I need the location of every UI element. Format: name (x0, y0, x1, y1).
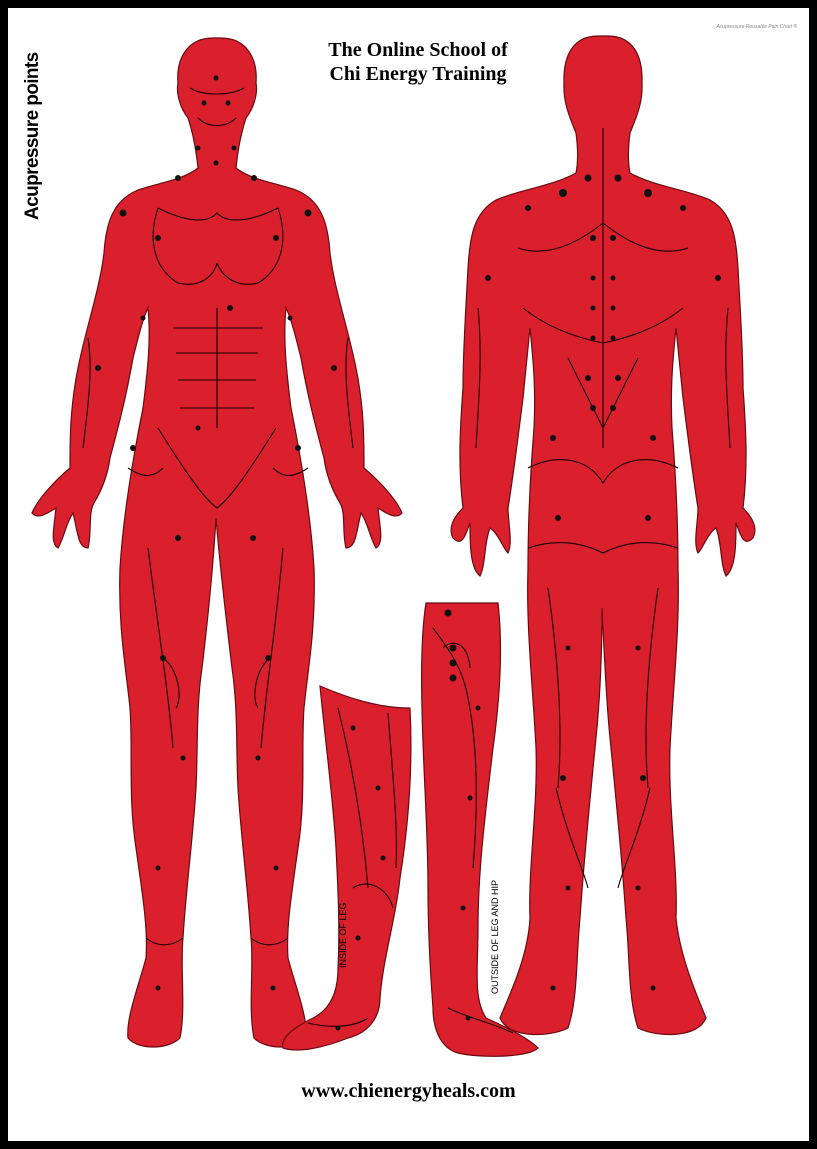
outside-leg-label: OUTSIDE OF LEG AND HIP (490, 880, 500, 994)
chart-sheet: Acupressure points The Online School of … (8, 8, 809, 1141)
website-url[interactable]: www.chienergyheals.com (8, 1080, 809, 1103)
inside-leg-label: INSIDE OF LEG (338, 902, 348, 968)
acupressure-figures (8, 8, 809, 1141)
